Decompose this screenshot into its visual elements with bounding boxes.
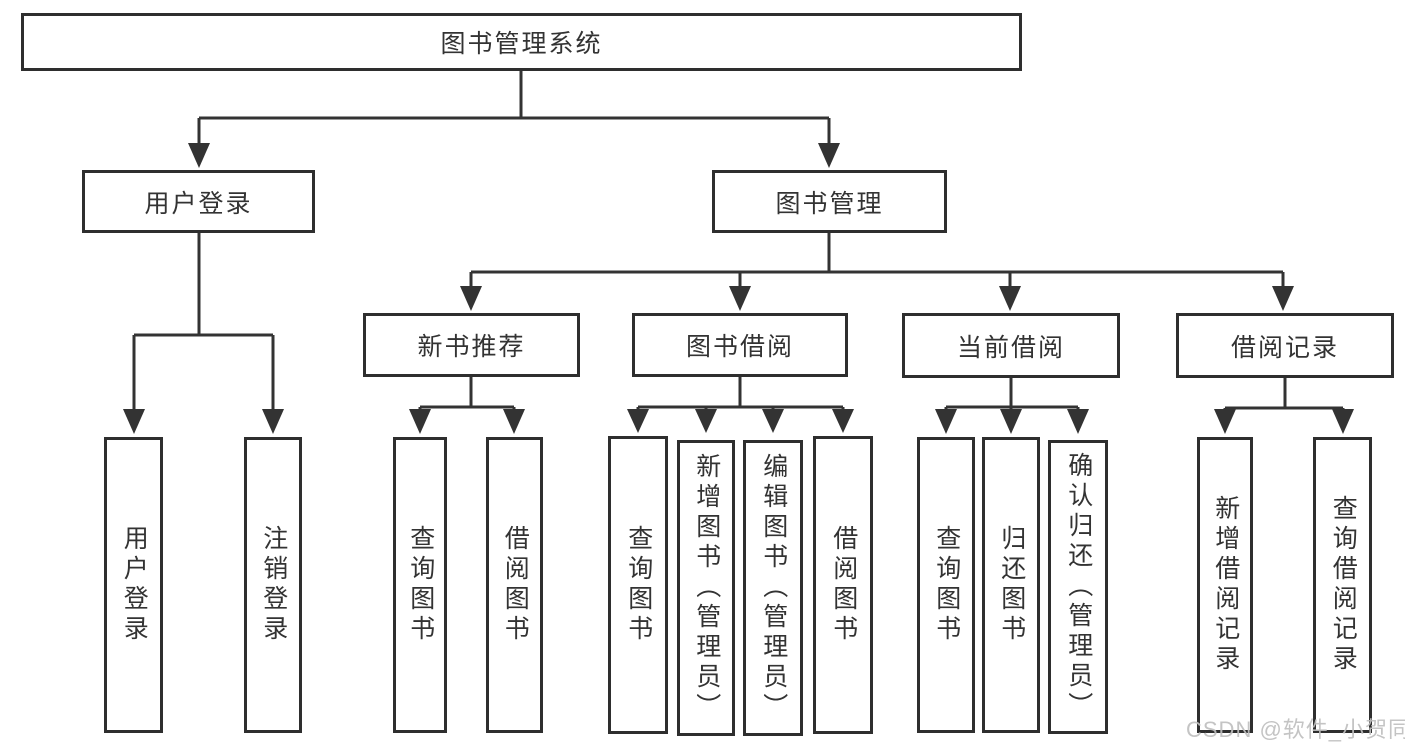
connector-new-book-recommend	[418, 377, 516, 412]
arrowhead-icon	[188, 143, 210, 168]
node-label: 用户登录	[144, 189, 253, 218]
leaf-query-books-recommend: 查询图书	[393, 437, 447, 733]
connector-book-borrowing	[636, 377, 845, 412]
arrowhead-icon	[503, 409, 525, 434]
node-label: 新增借阅记录	[1211, 495, 1240, 675]
node-label: 归还图书	[997, 525, 1026, 645]
node-label: 注销登录	[259, 525, 288, 645]
node-system-root: 图书管理系统	[21, 13, 1022, 71]
node-label: 借阅图书	[829, 525, 858, 645]
leaf-query-books-borrow: 查询图书	[608, 436, 668, 734]
arrowhead-icon	[1067, 409, 1089, 434]
node-user-login: 用户登录	[82, 170, 315, 233]
leaf-add-books-admin: 新增图书（管理员）	[677, 440, 735, 736]
arrowhead-icon	[695, 409, 717, 433]
node-label: 当前借阅	[956, 333, 1065, 362]
connector-book-management	[469, 233, 1285, 289]
arrowhead-icon	[762, 409, 784, 433]
connector-current-borrowing	[944, 378, 1080, 412]
arrowhead-icon	[123, 409, 145, 434]
arrowhead-icon	[818, 143, 840, 168]
node-label: 图书管理	[775, 189, 884, 218]
arrowhead-icon	[832, 409, 854, 433]
node-new-book-recommend: 新书推荐	[363, 313, 580, 377]
arrowhead-icon	[935, 409, 957, 434]
node-borrowing-records: 借阅记录	[1176, 313, 1394, 378]
leaf-borrow-books-recommend: 借阅图书	[486, 437, 543, 733]
node-label: 图书借阅	[685, 333, 794, 361]
leaf-confirm-return-admin: 确认归还（管理员）	[1048, 440, 1108, 734]
connector-borrowing-records	[1223, 378, 1345, 412]
arrowhead-icon	[729, 286, 751, 311]
arrowhead-icon	[1214, 409, 1236, 434]
node-label: 图书管理系统	[440, 30, 603, 58]
node-label: 编辑图书（管理员）	[759, 453, 788, 723]
leaf-add-borrow-record: 新增借阅记录	[1197, 437, 1253, 733]
node-label: 借阅图书	[501, 525, 530, 645]
arrowhead-icon	[409, 409, 431, 434]
connector-user-login	[132, 233, 275, 412]
leaf-query-borrow-record: 查询借阅记录	[1313, 437, 1372, 733]
arrowhead-icon	[262, 409, 284, 434]
arrowhead-icon	[1000, 409, 1022, 434]
node-label: 查询图书	[932, 525, 961, 645]
leaf-query-books-current: 查询图书	[917, 437, 975, 733]
leaf-user-login: 用户登录	[104, 437, 163, 733]
leaf-return-books: 归还图书	[982, 437, 1040, 733]
node-label: 新增图书（管理员）	[692, 453, 721, 723]
arrowhead-icon	[460, 286, 482, 311]
node-label: 查询图书	[624, 525, 653, 645]
leaf-logout-login: 注销登录	[244, 437, 302, 733]
connector-root	[197, 71, 831, 146]
node-label: 查询图书	[406, 525, 435, 645]
node-label: 新书推荐	[417, 333, 526, 361]
arrowhead-icon	[999, 286, 1021, 311]
leaf-borrow-books: 借阅图书	[813, 436, 873, 734]
arrowhead-icon	[1332, 409, 1354, 434]
node-label: 确认归还（管理员）	[1064, 452, 1093, 722]
leaf-edit-books-admin: 编辑图书（管理员）	[743, 440, 803, 736]
node-label: 用户登录	[120, 525, 149, 645]
arrowhead-icon	[627, 409, 649, 433]
node-book-borrowing: 图书借阅	[632, 313, 848, 377]
arrowhead-icon	[1272, 286, 1294, 311]
node-book-management: 图书管理	[712, 170, 947, 233]
csdn-watermark: CSDN @软件_小贺同学	[1186, 717, 1405, 742]
node-label: 借阅记录	[1230, 333, 1339, 362]
node-current-borrowing: 当前借阅	[902, 313, 1120, 378]
node-label: 查询借阅记录	[1329, 495, 1358, 675]
